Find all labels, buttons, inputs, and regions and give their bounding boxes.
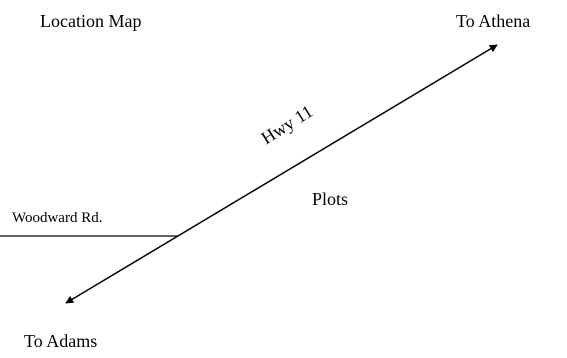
highway-11-line — [65, 44, 498, 304]
destination-athena-label: To Athena — [456, 11, 531, 31]
map-title: Location Map — [40, 11, 142, 31]
woodward-road-label: Woodward Rd. — [12, 210, 103, 226]
plots-label: Plots — [312, 189, 349, 209]
destination-adams-label: To Adams — [24, 331, 98, 351]
